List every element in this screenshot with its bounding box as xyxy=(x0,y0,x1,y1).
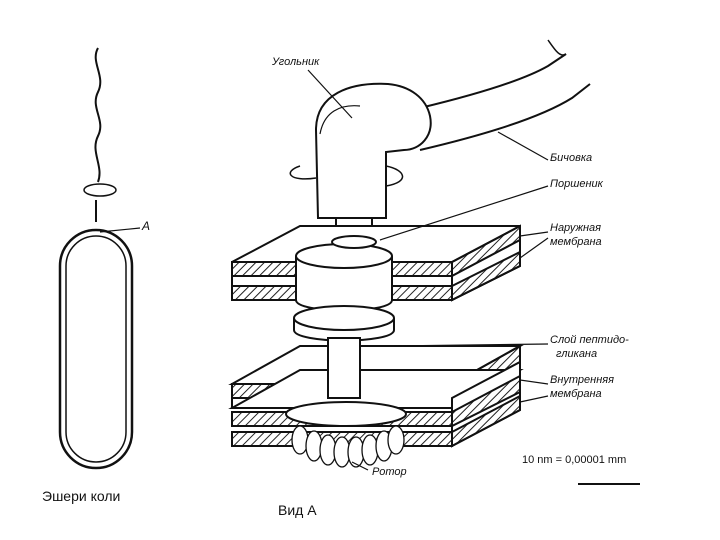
caption-view-a: Вид А xyxy=(278,502,317,518)
label-inner-membrane-1: Внутренняя xyxy=(550,374,614,387)
label-rotor: Ротор xyxy=(372,466,407,479)
rotor-disc xyxy=(286,402,406,426)
label-point-a: А xyxy=(142,220,150,233)
label-piston: Поршеник xyxy=(550,178,603,191)
motor-assembly xyxy=(232,40,590,467)
ecoli-flagellum xyxy=(95,48,100,182)
label-inner-membrane-2: мембрана xyxy=(550,388,602,401)
point-a-leader xyxy=(100,228,140,232)
inner-membrane xyxy=(232,346,520,446)
label-scale: 10 nm = 0,00001 mm xyxy=(522,454,626,467)
ecoli-inner-wall xyxy=(66,236,126,462)
label-peptidoglycan-1: Слой пептидо- xyxy=(550,334,629,347)
drive-shaft xyxy=(328,338,360,398)
caption-ecoli: Эшери коли xyxy=(42,488,120,504)
ecoli-cell xyxy=(60,48,140,468)
label-outer-membrane-1: Наружная xyxy=(550,222,601,235)
label-outer-membrane-2: мембрана xyxy=(550,236,602,249)
label-peptidoglycan-2: гликана xyxy=(556,348,597,361)
hook-elbow xyxy=(316,84,431,218)
label-coupling: Угольник xyxy=(272,56,319,69)
ecoli-rotation-ring xyxy=(84,184,116,196)
ecoli-outer-wall xyxy=(60,230,132,468)
label-hook: Бичовка xyxy=(550,152,592,165)
